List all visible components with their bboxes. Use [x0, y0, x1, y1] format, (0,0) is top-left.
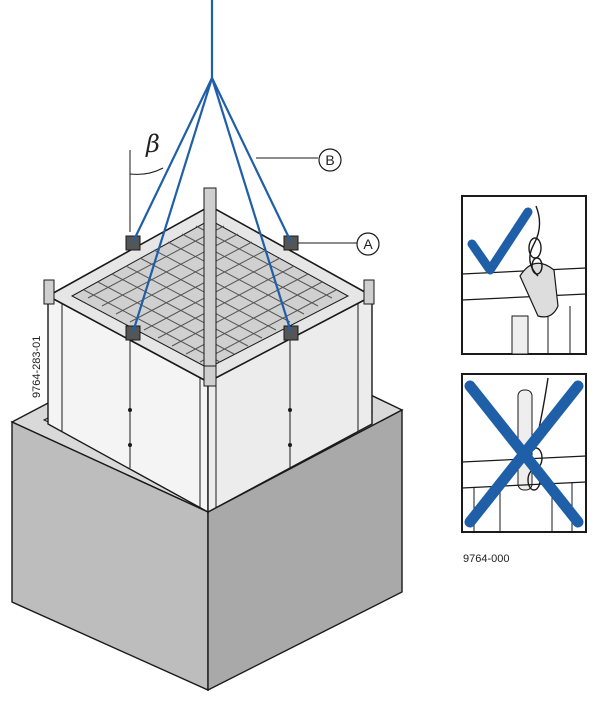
check-mark-icon: [467, 207, 533, 275]
sling-rope: [210, 77, 293, 333]
detail-correct: [461, 195, 587, 355]
detail-incorrect: [461, 373, 587, 533]
sling-rope: [131, 77, 214, 333]
sling-rope: [211, 77, 292, 243]
angle-indicator: β: [129, 130, 164, 232]
cross-mark-icon: [464, 380, 584, 528]
callout-b: B: [256, 148, 342, 172]
callout-b-label: B: [325, 152, 334, 168]
callout-a-label: A: [363, 236, 373, 252]
base-right-face: [207, 408, 403, 692]
crane-slings: [131, 0, 293, 333]
angle-symbol: β: [145, 130, 160, 158]
main-drawing-code: 9764-283-01: [31, 336, 43, 398]
lifting-clamp: [125, 325, 141, 341]
callout-a: A: [298, 232, 380, 256]
formwork-shaft: [47, 294, 373, 514]
formwork-top-frame: [43, 187, 375, 387]
detail-drawing-code: 9764-000: [463, 553, 510, 565]
lifting-clamp: [283, 235, 299, 251]
lifting-clamp: [125, 235, 141, 251]
lifting-clamp: [283, 325, 299, 341]
sling-rope: [132, 77, 213, 243]
